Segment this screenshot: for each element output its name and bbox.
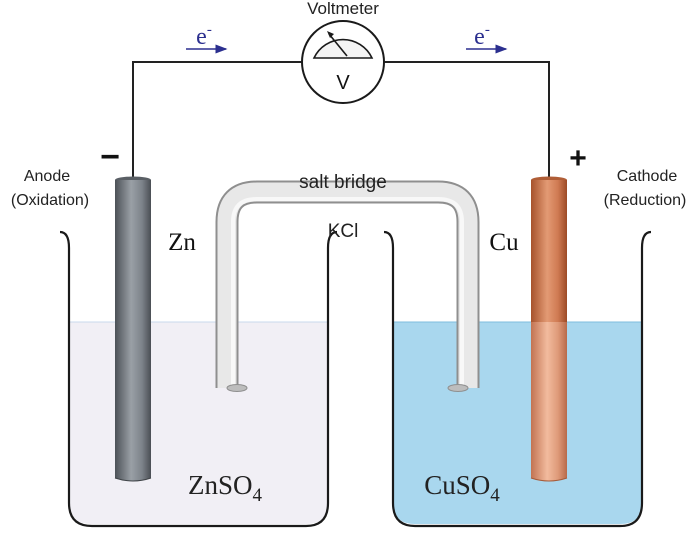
electron-right-symbol: e (474, 24, 485, 50)
salt-bridge-right-end (447, 384, 469, 392)
voltmeter-symbol: V (336, 72, 350, 94)
svg-text:e-: e- (196, 22, 212, 50)
right-solution-formula: CuSO (424, 470, 490, 500)
electron-right-charge: - (485, 22, 490, 38)
voltmeter-title: Voltmeter (307, 0, 379, 18)
electron-flow-left: e- (186, 22, 228, 54)
needle-tip-icon (327, 31, 334, 38)
zinc-electrode (114, 176, 152, 482)
zinc-label: Zn (168, 229, 196, 256)
cathode-process: (Reduction) (604, 192, 687, 209)
cathode-sign: + (569, 142, 587, 175)
left-beaker (59, 230, 338, 528)
salt-bridge-label: salt bridge (299, 172, 387, 193)
svg-text:e-: e- (474, 22, 490, 50)
voltmeter-needle (328, 33, 348, 57)
right-wire (384, 61, 550, 180)
salt-bridge-electrolyte: KCl (328, 221, 359, 242)
salt-bridge-tube (215, 180, 480, 392)
salt-bridge-left-end (226, 384, 248, 392)
anode-sign: − (100, 138, 120, 176)
voltmeter-dial (312, 38, 374, 59)
voltmeter: V (301, 20, 385, 104)
electron-left-symbol: e (196, 24, 207, 50)
cathode-label: Cathode (617, 168, 678, 185)
left-solution-subscript: 4 (253, 485, 263, 506)
voltmeter-body (301, 20, 385, 104)
left-solution-label: ZnSO4 (188, 470, 263, 506)
anode-process: (Oxidation) (11, 192, 89, 209)
electron-flow-right: e- (466, 22, 508, 54)
left-wire (132, 61, 302, 180)
right-solution-subscript: 4 (490, 485, 500, 506)
copper-label: Cu (489, 229, 519, 256)
right-beaker (383, 230, 652, 528)
right-solution (393, 322, 642, 524)
right-solution-label: CuSO4 (424, 470, 500, 506)
copper-electrode (530, 176, 568, 482)
anode-label: Anode (24, 168, 70, 185)
left-solution-formula: ZnSO (188, 470, 253, 500)
electron-left-charge: - (207, 22, 212, 38)
